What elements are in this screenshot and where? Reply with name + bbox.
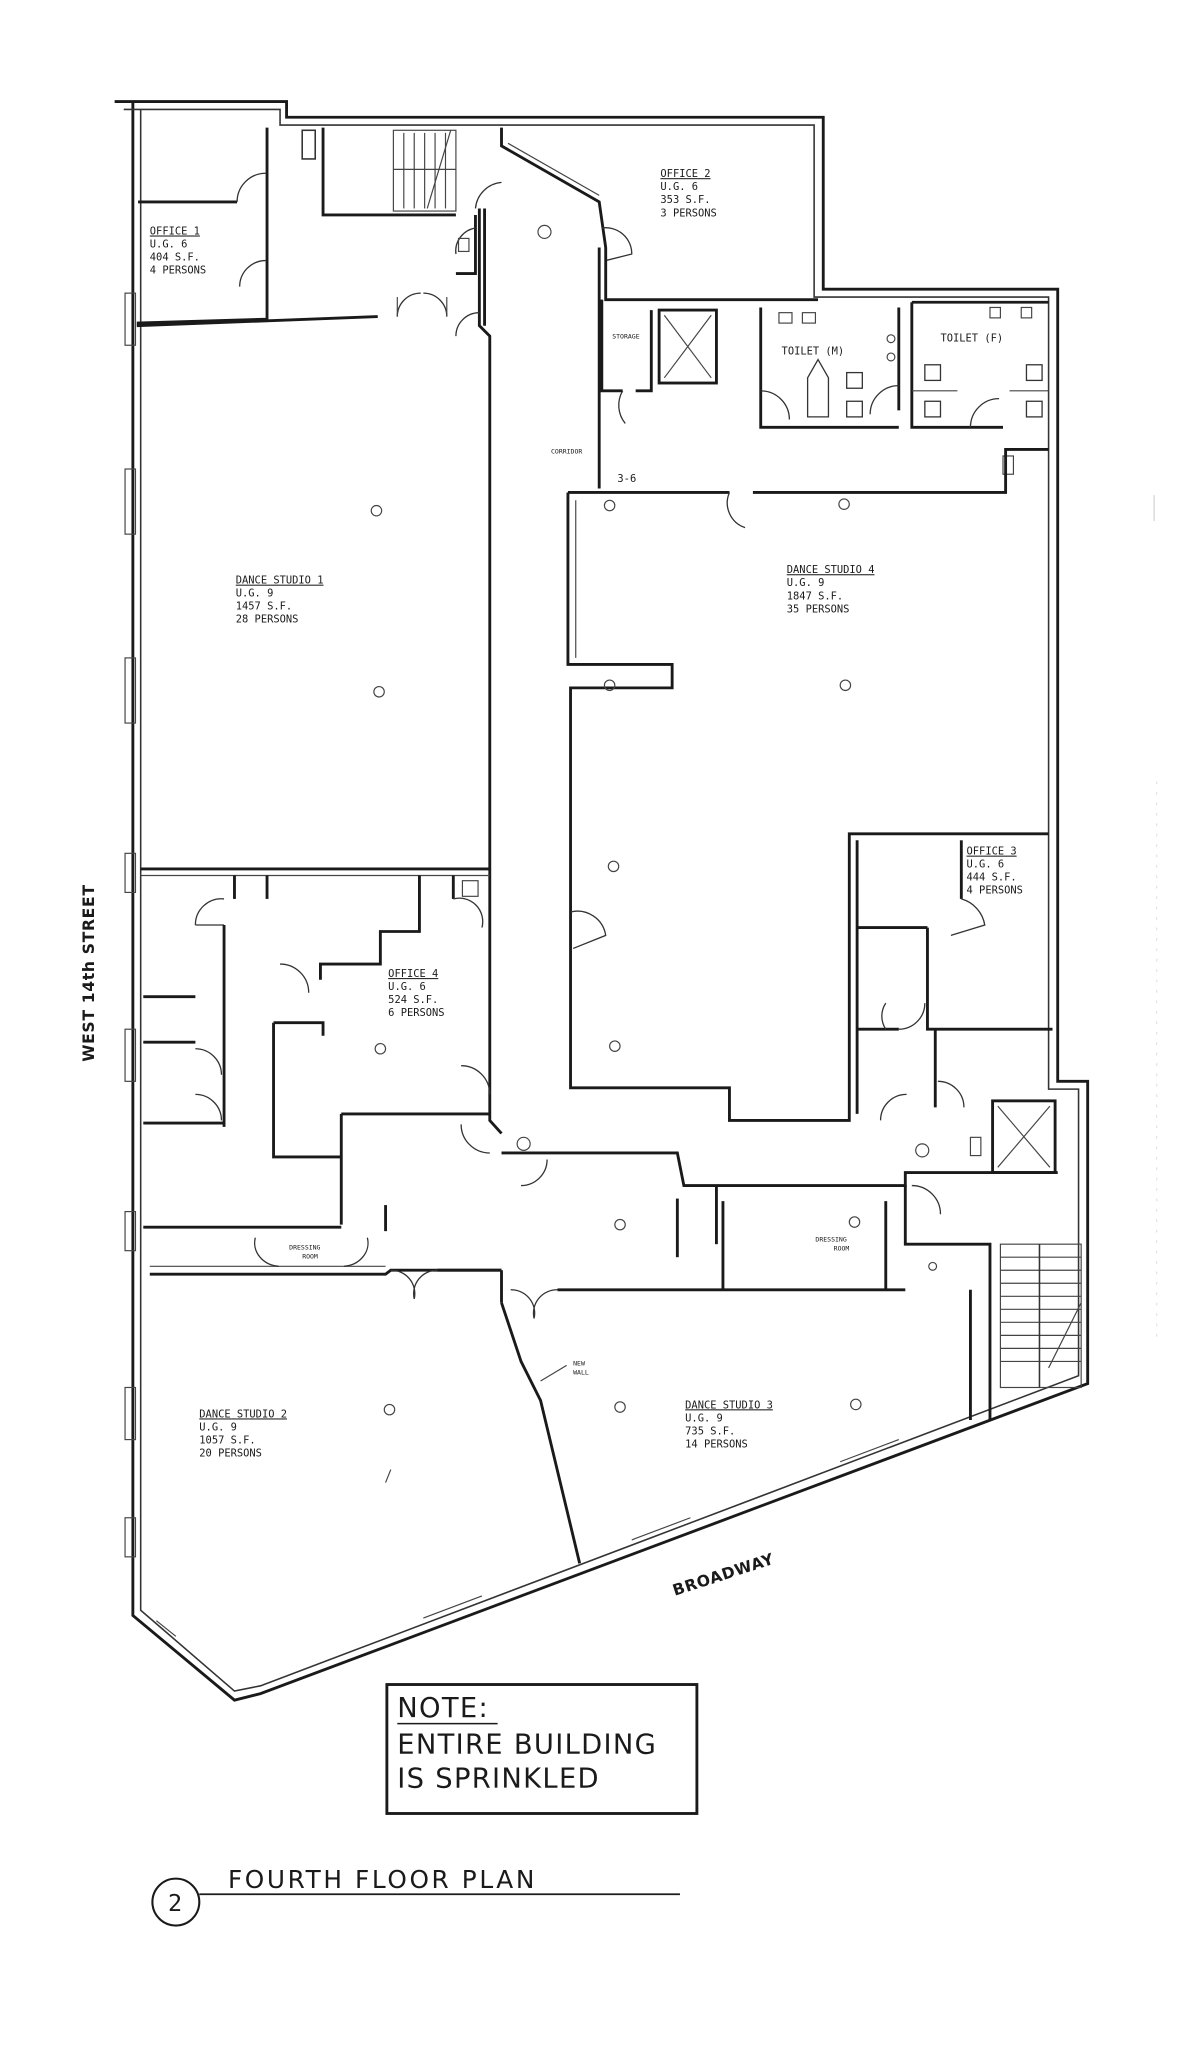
office-4-area: 524 S.F. [388,994,438,1006]
elevator-1 [657,308,718,385]
new-wall-label-1: NEW [573,1359,585,1367]
dance-studio-1-use-group: U.G. 9 [236,588,274,600]
storage-room: STORAGE [600,299,653,424]
office-4-room: OFFICE 4 U.G. 6 524 S.F. 6 PERSONS [143,875,491,1229]
title-text: FOURTH FLOOR PLAN [228,1865,537,1894]
dance-studio-1-name: DANCE STUDIO 1 [236,575,324,587]
dance-studio-3-room: DANCE STUDIO 3 U.G. 9 735 S.F. 14 PERSON… [614,1289,972,1450]
dance-studio-2-name: DANCE STUDIO 2 [199,1408,287,1420]
office-2-occupancy: 3 PERSONS [660,207,716,219]
main-corridor: CORRIDOR [396,127,633,1135]
west-windows [124,292,137,1558]
dimension-mark: 3-6 [617,473,636,485]
dance-studio-3-use-group: U.G. 9 [685,1412,723,1424]
dance-studio-4-occupancy: 35 PERSONS [787,603,850,615]
dance-studio-4-name: DANCE STUDIO 4 [787,564,875,576]
dance-studio-3-area: 735 S.F. [685,1425,735,1437]
toilet-men: TOILET (M) [759,307,901,429]
dance-studio-1-room: DANCE STUDIO 1 U.G. 9 1457 S.F. 28 PERSO… [140,504,490,877]
dance-studio-4-room: 3-6 DANCE STUDIO 4 U.G. 9 1847 S.F. 35 P… [566,448,1049,1122]
south-corridor: DRESSING ROOM DRESSING ROOM [149,1080,1058,1319]
office-4-use-group: U.G. 6 [388,981,426,993]
new-wall-label-2: WALL [573,1368,589,1376]
title-number-circle [151,1877,201,1927]
storage-label: STORAGE [612,333,639,341]
dance-studio-2-area: 1057 S.F. [199,1435,255,1447]
office-2-name: OFFICE 2 [660,168,710,180]
dressing-room-1-label: DRESSING [289,1243,320,1251]
toilet-women: TOILET (F) [910,300,1049,475]
drawing-title: 2 FOURTH FLOOR PLAN [151,1865,680,1927]
note-line-2: IS SPRINKLED [397,1763,600,1794]
corridor-label: CORRIDOR [551,447,582,455]
new-wall: NEW WALL [500,1302,589,1564]
office-4-name: OFFICE 4 [388,968,438,980]
dance-studio-4-use-group: U.G. 9 [787,577,825,589]
office-3-name: OFFICE 3 [967,846,1017,858]
dressing-room-2-label: DRESSING [815,1236,846,1244]
broadway-windows [155,1439,900,1637]
office-1-area: 404 S.F. [150,252,200,264]
office-3-area: 444 S.F. [967,872,1017,884]
street-label-broadway: BROADWAY [670,1549,776,1600]
dressing-room-1-label-2: ROOM [302,1253,318,1261]
office-2-area: 353 S.F. [660,194,710,206]
dance-studio-1-occupancy: 28 PERSONS [236,614,299,626]
dance-studio-2-occupancy: 20 PERSONS [199,1448,262,1460]
office-1-name: OFFICE 1 [150,226,200,238]
office-1-room: OFFICE 1 U.G. 6 404 S.F. 4 PERSONS [136,127,378,328]
office-2-use-group: U.G. 6 [660,181,698,193]
sprinkler-note: NOTE: ENTIRE BUILDING IS SPRINKLED [385,1683,699,1815]
street-label-west: WEST 14th STREET [79,884,98,1061]
office-3-room: OFFICE 3 U.G. 6 444 S.F. 4 PERSONS [855,840,1053,1114]
office-3-use-group: U.G. 6 [967,859,1005,871]
stair-1 [301,127,457,217]
note-heading: NOTE: [397,1693,489,1724]
dance-studio-3-name: DANCE STUDIO 3 [685,1399,773,1411]
toilet-men-label: TOILET (M) [782,345,845,357]
dance-studio-4-area: 1847 S.F. [787,590,843,602]
dance-studio-1-area: 1457 S.F. [236,601,292,613]
elevator-2 [991,1099,1057,1174]
office-4-occupancy: 6 PERSONS [388,1007,444,1019]
stair-2 [903,1185,1082,1421]
office-3-occupancy: 4 PERSONS [967,885,1023,897]
office-1-use-group: U.G. 6 [150,239,188,251]
title-number: 2 [168,1889,182,1917]
toilet-women-label: TOILET (F) [940,332,1003,344]
building-outline [114,100,1090,1702]
dressing-room-2-label-2: ROOM [834,1245,850,1253]
dance-studio-3-occupancy: 14 PERSONS [685,1438,748,1450]
dance-studio-2-room: DANCE STUDIO 2 U.G. 9 1057 S.F. 20 PERSO… [199,1403,396,1483]
office-1-occupancy: 4 PERSONS [150,265,206,277]
office-2-room: OFFICE 2 U.G. 6 353 S.F. 3 PERSONS [604,168,819,302]
note-line-1: ENTIRE BUILDING [397,1730,657,1761]
dance-studio-2-use-group: U.G. 9 [199,1421,237,1433]
